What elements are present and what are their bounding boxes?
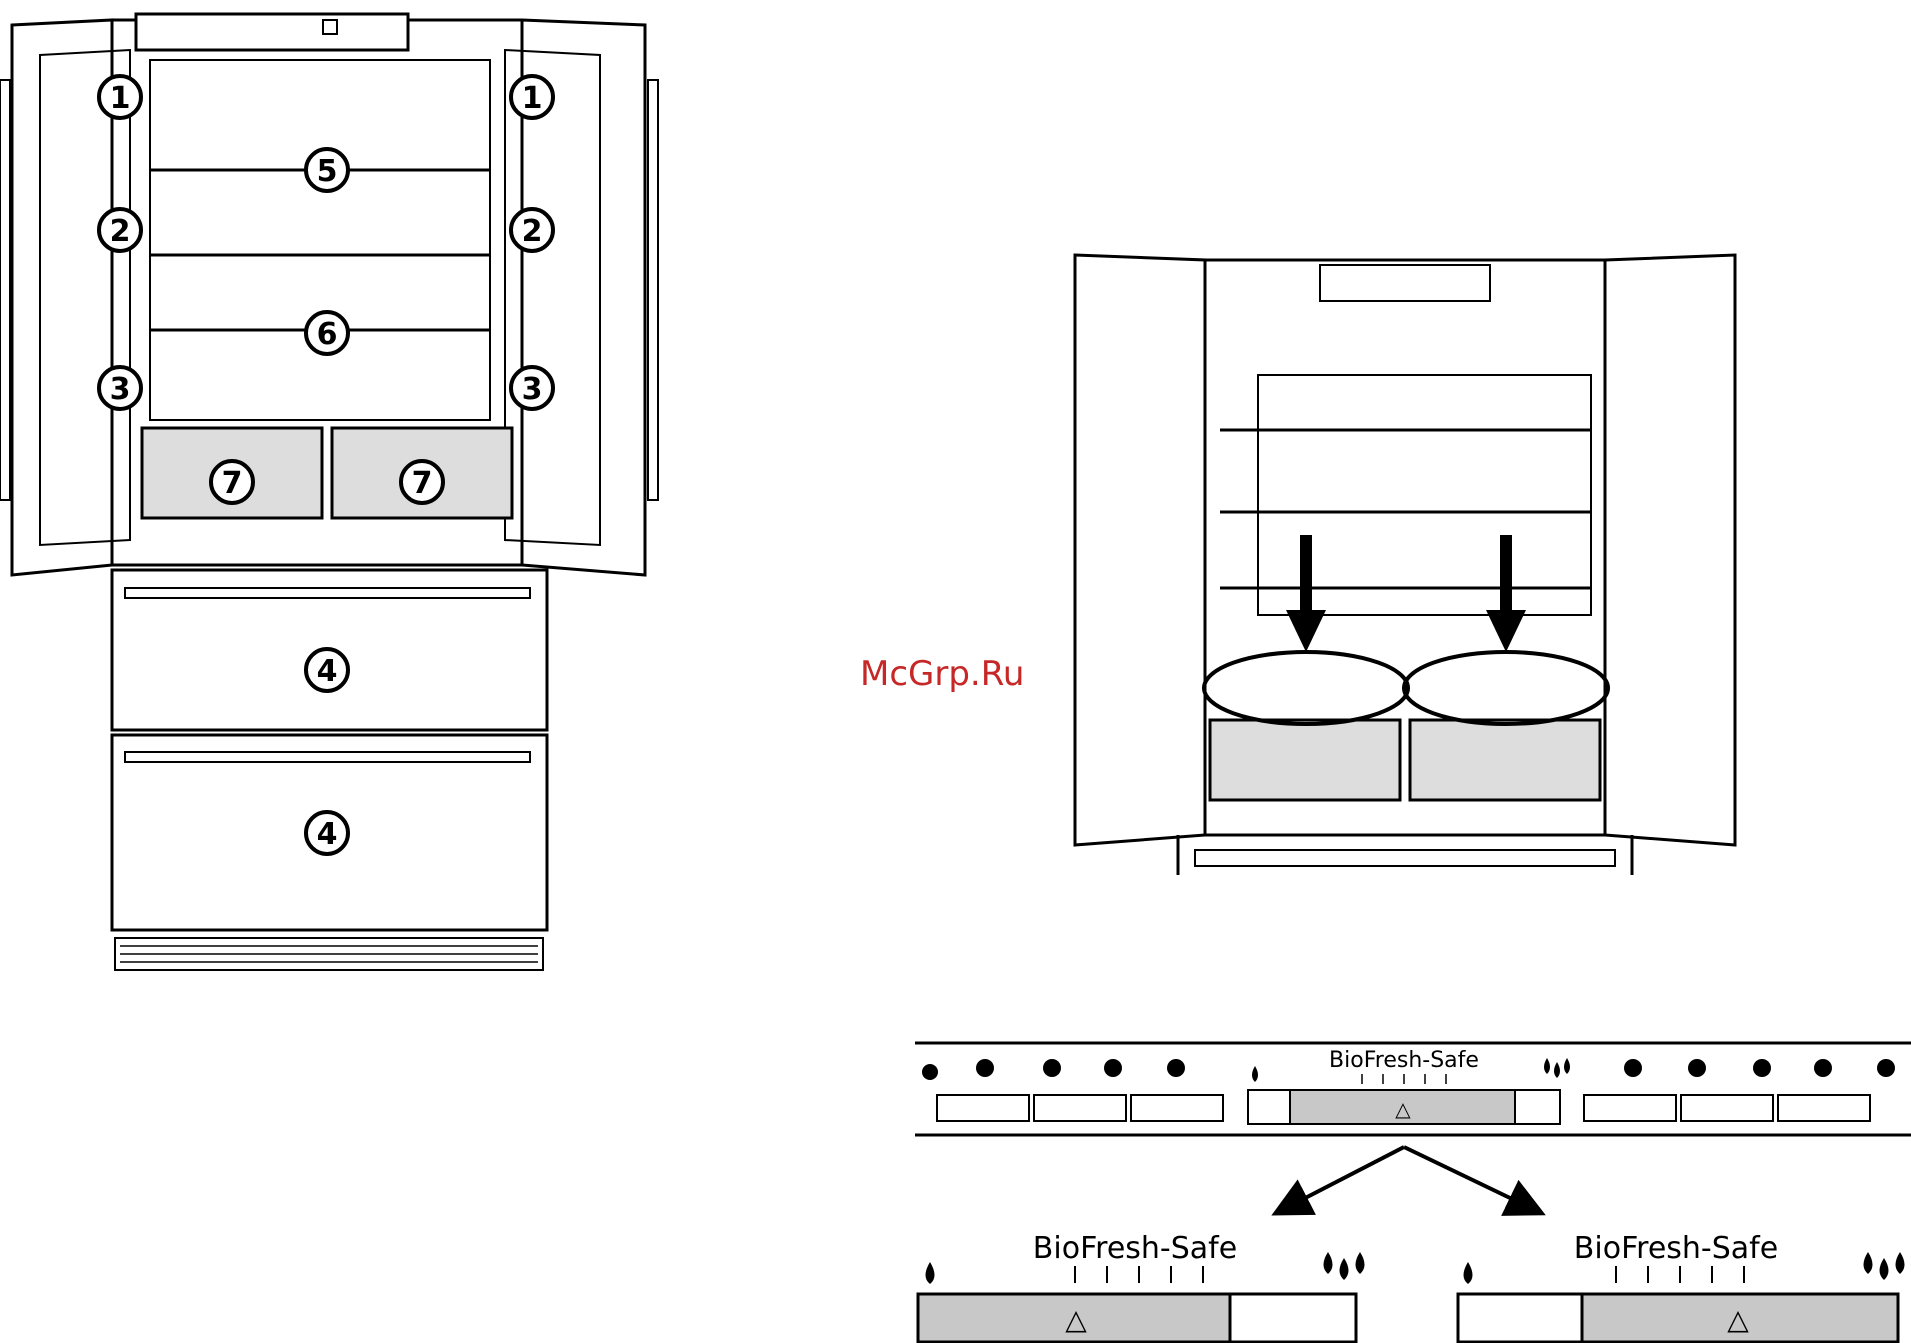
svg-text:5: 5 [317, 154, 338, 189]
detail-right-door [1605, 255, 1735, 845]
strip-button [1131, 1095, 1223, 1121]
split-arrows [1282, 1147, 1535, 1210]
triangle-icon: △ [1065, 1303, 1087, 1336]
food-icon [1624, 1059, 1642, 1077]
strip-button [1778, 1095, 1870, 1121]
detail-left-door [1075, 255, 1205, 845]
strip-label: BioFresh-Safe [1329, 1048, 1479, 1073]
food-icon [1814, 1059, 1832, 1077]
drops-icon [1544, 1058, 1550, 1074]
left-door [12, 20, 112, 575]
food-icon [1877, 1059, 1895, 1077]
drop-icon [1252, 1066, 1258, 1082]
highlight-right-control [1404, 652, 1608, 724]
svg-text:2: 2 [522, 214, 543, 249]
svg-text:4: 4 [317, 654, 338, 689]
fridge-detail [1075, 255, 1735, 875]
callout-door-rack-top-right: 1 [511, 76, 553, 118]
svg-text:2: 2 [110, 214, 131, 249]
callout-door-rack-bottom-right: 3 [511, 367, 553, 409]
strip-button [1034, 1095, 1126, 1121]
food-icon [1043, 1059, 1061, 1077]
callout-door-rack-top-left: 1 [99, 76, 141, 118]
down-arrows [1286, 535, 1526, 652]
callout-door-rack-middle-left: 2 [99, 209, 141, 251]
drop-icon [926, 1262, 935, 1284]
control-panel [136, 14, 408, 50]
callout-door-rack-bottom-left: 3 [99, 367, 141, 409]
vent-slots [120, 946, 538, 962]
callout-biofresh-left: 7 [211, 461, 253, 503]
strip-button [1584, 1095, 1676, 1121]
food-icon [976, 1059, 994, 1077]
callout-shelf-upper: 5 [306, 149, 348, 191]
drops-icon [1864, 1252, 1873, 1274]
svg-text:1: 1 [110, 81, 131, 116]
watermark-text: McGrp.Ru [860, 654, 1024, 694]
svg-text:3: 3 [522, 372, 543, 407]
triangle-icon: △ [1395, 1097, 1411, 1121]
svg-text:7: 7 [222, 466, 243, 501]
svg-text:6: 6 [317, 317, 338, 352]
drops-icon [1324, 1252, 1333, 1274]
food-icon [1167, 1059, 1185, 1077]
svg-text:3: 3 [110, 372, 131, 407]
strip-button [1681, 1095, 1773, 1121]
svg-text:1: 1 [522, 81, 543, 116]
svg-text:4: 4 [317, 817, 338, 852]
triangle-icon: △ [1727, 1303, 1749, 1336]
detail-drawer-right [1410, 720, 1600, 800]
highlight-left-control [1204, 652, 1408, 724]
drop-icon [1464, 1262, 1473, 1284]
food-icon [1753, 1059, 1771, 1077]
food-icon [922, 1064, 938, 1080]
food-icon [1104, 1059, 1122, 1077]
strip-button [937, 1095, 1029, 1121]
biofresh-slider-high: BioFresh-Safe △ [1458, 1231, 1905, 1342]
callout-freezer-bottom: 4 [306, 812, 348, 854]
detail-drawer-left [1210, 720, 1400, 800]
slider-label-high: BioFresh-Safe [1574, 1231, 1778, 1266]
callout-shelf-lower: 6 [306, 312, 348, 354]
callout-freezer-top: 4 [306, 649, 348, 691]
callout-biofresh-right: 7 [401, 461, 443, 503]
biofresh-slider-low: BioFresh-Safe △ [918, 1231, 1365, 1342]
svg-text:7: 7 [412, 466, 433, 501]
control-strip: △ BioFresh-Safe [915, 1043, 1911, 1135]
control-highlights [1204, 652, 1608, 724]
food-icon [1688, 1059, 1706, 1077]
callout-door-rack-middle-right: 2 [511, 209, 553, 251]
slider-label-low: BioFresh-Safe [1033, 1231, 1237, 1266]
detail-control-panel [1320, 265, 1490, 301]
